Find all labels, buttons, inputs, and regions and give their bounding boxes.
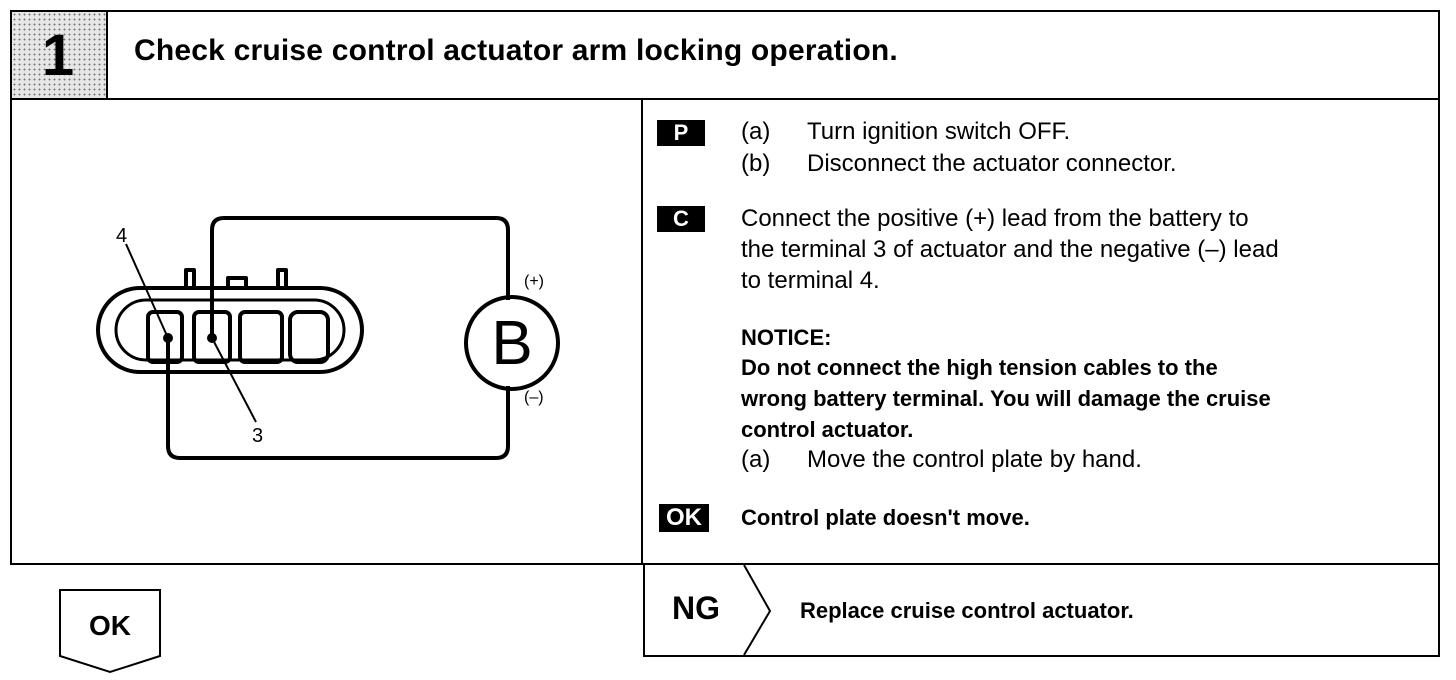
step-text: Turn ignition switch OFF. [807,118,1071,145]
terminal-4-dot [163,333,173,343]
check-line-3: to terminal 4. [741,267,880,294]
step-label: (b) [741,150,771,177]
notice-line-2: wrong battery terminal. You will damage … [741,386,1271,411]
battery-label: B [491,309,532,378]
header-box [106,10,1440,100]
diagram-panel [10,100,643,565]
connector-tab-left [184,268,196,288]
positive-label: (+) [524,273,544,290]
check-line-2: the terminal 3 of actuator and the negat… [741,236,1279,263]
check-badge: C [657,206,705,232]
ok-result-text: Control plate doesn't move. [741,505,1030,530]
leader-terminal-4 [125,243,169,339]
ok-arrow-label: OK [89,610,131,641]
terminal-cavity-4 [146,310,184,364]
connector-tab-middle [226,276,248,288]
notice-line-3: control actuator. [741,417,914,442]
connector-tab-right [276,268,288,288]
step-label: (a) [741,118,771,145]
prep-step-b: (b) Disconnect the actuator connector. [741,148,1177,179]
ng-box [643,565,1440,657]
terminal-cavity-2 [238,310,284,364]
connector-outer [96,286,364,374]
procedure-panel [641,100,1440,565]
connector-wiring-diagram: 4 3 B (+) (–) [96,216,560,460]
step-number-box [10,10,106,100]
notice-line-1: Do not connect the high tension cables t… [741,355,1218,380]
step-text: Move the control plate by hand. [807,446,1142,473]
ng-result-text: Replace cruise control actuator. [800,598,1134,623]
terminal-3-label: 3 [252,425,263,447]
step-label: (a) [741,446,771,473]
ok-arrow-box [59,589,161,674]
notice-heading: NOTICE: [741,325,832,350]
terminal-3-dot [207,333,217,343]
leader-terminal-3 [211,337,257,423]
page-title: Check cruise control actuator arm lockin… [134,34,898,67]
negative-wire [166,338,510,460]
positive-wire [210,216,510,338]
prep-step-a: (a) Turn ignition switch OFF. [741,116,1070,147]
negative-label: (–) [524,389,544,406]
battery-symbol [464,295,560,391]
step-number: 1 [41,22,75,88]
check-step-a: (a) Move the control plate by hand. [741,444,1142,475]
ng-label: NG [672,590,720,626]
terminal-4-label: 4 [116,225,127,247]
ng-arrow-divider [743,565,772,656]
terminal-cavity-1 [288,310,330,364]
ok-badge: OK [659,504,709,532]
step-text: Disconnect the actuator connector. [807,150,1177,177]
check-line-1: Connect the positive (+) lead from the b… [741,205,1249,232]
prep-badge: P [657,120,705,146]
